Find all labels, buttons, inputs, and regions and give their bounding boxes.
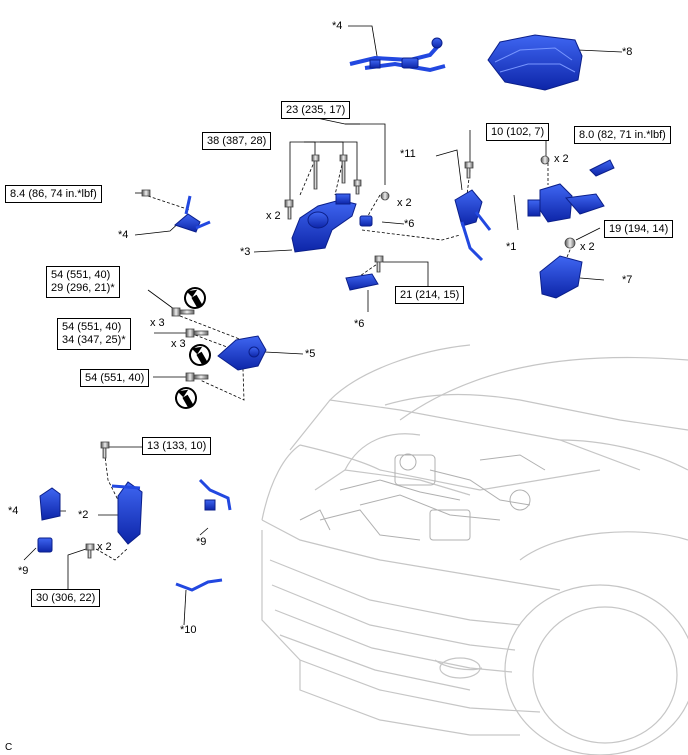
torque-21: 21 (214, 15) bbox=[395, 286, 465, 304]
qty-x2-23: x 2 bbox=[397, 197, 412, 209]
torque-54-34-line2: 34 (347, 25)* bbox=[62, 334, 126, 346]
qty-x2-19: x 2 bbox=[580, 241, 595, 253]
callout-8: *8 bbox=[622, 46, 633, 58]
part-4-top-harness bbox=[349, 37, 446, 73]
part-7-bracket bbox=[539, 255, 583, 299]
torque-8-4: 8.4 (86, 74 in.*lbf) bbox=[5, 185, 102, 203]
callout-11: *11 bbox=[400, 148, 416, 160]
torque-54-34: 54 (551, 40) 34 (347, 25)* bbox=[57, 318, 131, 350]
torque-38: 38 (387, 28) bbox=[202, 132, 272, 150]
qty-x3-b: x 3 bbox=[171, 338, 186, 350]
callout-6-a: *6 bbox=[404, 218, 415, 230]
part-5-mount-bracket bbox=[217, 335, 267, 371]
callout-5: *5 bbox=[305, 348, 316, 360]
part-9-clip bbox=[37, 537, 53, 553]
qty-x2-30: x 2 bbox=[97, 541, 112, 553]
callout-7: *7 bbox=[622, 274, 633, 286]
torque-54-single: 54 (551, 40) bbox=[80, 369, 150, 387]
callout-4-bottom: *4 bbox=[8, 505, 19, 517]
torque-23: 23 (235, 17) bbox=[281, 101, 351, 119]
torque-54-29-line2: 29 (296, 21)* bbox=[51, 282, 115, 294]
torque-54-29: 54 (551, 40) 29 (296, 21)* bbox=[46, 266, 120, 298]
callout-3: *3 bbox=[240, 246, 251, 258]
torque-13: 13 (133, 10) bbox=[142, 437, 212, 455]
callout-10: *10 bbox=[180, 624, 197, 636]
part-6-stay-b bbox=[345, 273, 379, 291]
callout-4-top: *4 bbox=[332, 20, 343, 32]
qty-x3-a: x 3 bbox=[150, 317, 165, 329]
part-9-harness bbox=[198, 478, 232, 511]
vehicle-front-view bbox=[261, 344, 688, 755]
part-4-left-harness bbox=[173, 195, 211, 233]
torque-54-29-line1: 54 (551, 40) bbox=[51, 269, 111, 281]
tightening-arrows bbox=[175, 287, 211, 409]
torque-30: 30 (306, 22) bbox=[31, 589, 101, 607]
callout-9-left: *9 bbox=[18, 565, 29, 577]
callout-9-right: *9 bbox=[196, 536, 207, 548]
torque-19: 19 (194, 14) bbox=[604, 220, 674, 238]
part-4-bottom-connector bbox=[39, 487, 61, 521]
callout-1: *1 bbox=[506, 241, 517, 253]
qty-x2-38: x 2 bbox=[266, 210, 281, 222]
part-10-harness bbox=[175, 578, 223, 592]
callout-4-left: *4 bbox=[118, 229, 129, 241]
torque-8-0: 8.0 (82, 71 in.*lbf) bbox=[574, 126, 671, 144]
part-3-mount bbox=[291, 193, 357, 253]
torque-10: 10 (102, 7) bbox=[486, 123, 550, 141]
part-6-stay-a bbox=[359, 215, 373, 227]
part-1-reservoir bbox=[527, 159, 615, 223]
callout-2: *2 bbox=[78, 509, 89, 521]
part-2-bracket bbox=[111, 481, 143, 545]
part-11-harness bbox=[454, 189, 492, 262]
figure-code: C bbox=[5, 742, 13, 753]
qty-x2-8: x 2 bbox=[554, 153, 569, 165]
callout-6-b: *6 bbox=[354, 318, 365, 330]
engine-bay-detail bbox=[299, 453, 546, 541]
fasteners bbox=[85, 154, 576, 559]
callout-leaders bbox=[23, 25, 623, 626]
part-8-engine-cover bbox=[487, 34, 583, 91]
torque-54-34-line1: 54 (551, 40) bbox=[62, 321, 122, 333]
